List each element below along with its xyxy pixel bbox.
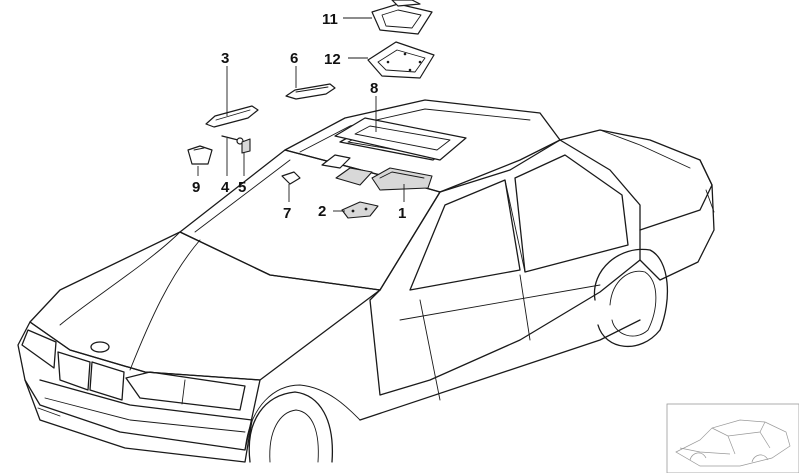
part-label-5: 5 xyxy=(238,179,246,196)
part-3-grab-handle xyxy=(205,105,259,128)
part-label-11: 11 xyxy=(322,11,338,28)
part-5-clip xyxy=(241,138,251,154)
part-4-screw xyxy=(221,135,244,145)
part-9-cap xyxy=(187,145,213,165)
leader-lines xyxy=(197,17,405,212)
part-label-1: 1 xyxy=(398,205,406,222)
roof-interior-parts xyxy=(321,117,467,191)
part-label-4: 4 xyxy=(221,179,230,196)
part-label-7: 7 xyxy=(283,205,291,222)
part-2-bracket xyxy=(341,201,379,219)
part-label-6: 6 xyxy=(290,50,298,67)
car-thumbnail xyxy=(666,403,799,473)
part-label-3: 3 xyxy=(221,50,229,67)
part-label-8: 8 xyxy=(370,80,378,97)
part-12-cover xyxy=(367,41,435,79)
part-label-12: 12 xyxy=(324,51,341,68)
part-label-2: 2 xyxy=(318,203,326,220)
part-7-clip xyxy=(281,171,301,185)
part-11-gasket xyxy=(371,0,433,35)
part-label-9: 9 xyxy=(192,179,200,196)
car-outline xyxy=(17,99,715,463)
part-6-grab-handle xyxy=(285,83,336,100)
